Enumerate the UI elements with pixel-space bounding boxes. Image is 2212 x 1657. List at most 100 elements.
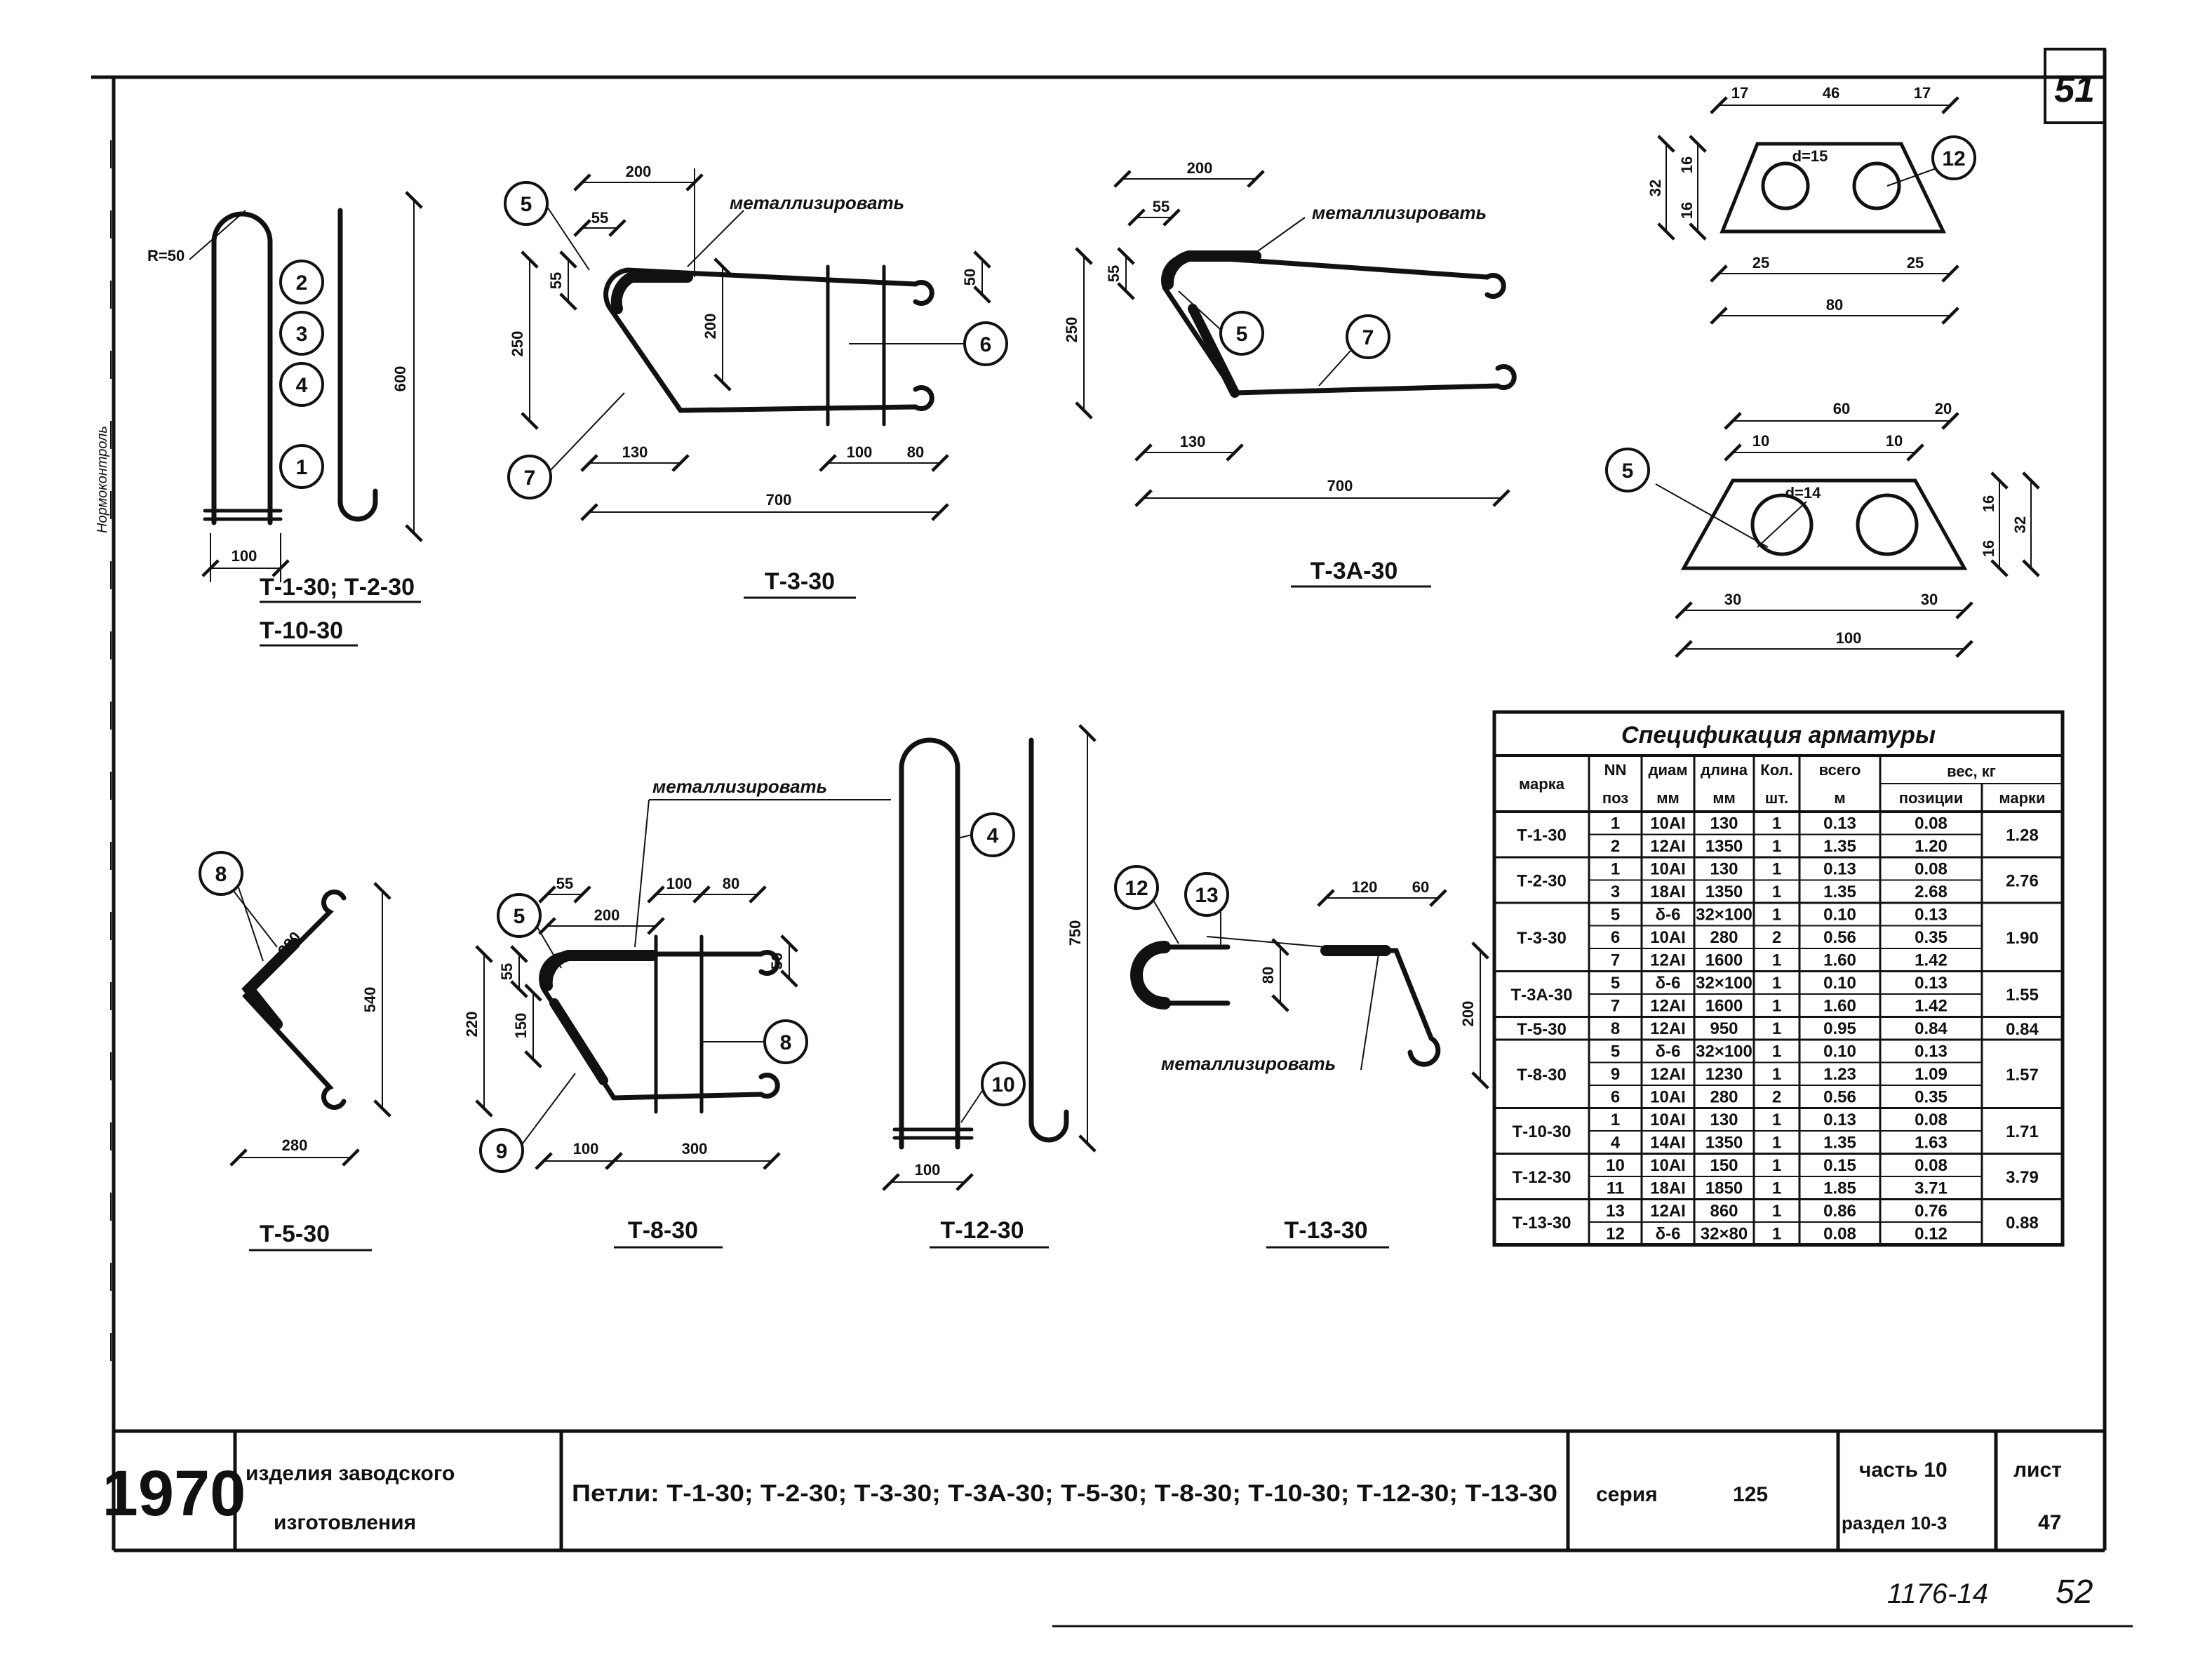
table-cell: 1 — [1772, 1156, 1781, 1175]
caption-t13-30: Т-13-30 — [1284, 1217, 1367, 1244]
note-t13-metallize: металлизировать — [1161, 1053, 1336, 1074]
caption-t3-30: Т-3-30 — [765, 568, 835, 595]
table-cell: 0.56 — [1823, 1088, 1856, 1107]
table-cell: 1 — [1772, 1179, 1781, 1198]
dim-t12-w: 100 — [915, 1161, 941, 1179]
dim-t3a-h2: 250 — [1063, 317, 1080, 343]
pos-label: 10 — [991, 1073, 1014, 1096]
table-cell: 0.10 — [1823, 1042, 1856, 1061]
dims-t5-30 — [227, 882, 391, 1167]
position-leaders — [238, 168, 1937, 1144]
pos-label: 9 — [496, 1140, 508, 1163]
table-cell: 280 — [1710, 1088, 1738, 1107]
pos-label: 4 — [987, 824, 999, 847]
table-cell: 4 — [1611, 1134, 1621, 1153]
dim-p12-e: 16 — [1678, 156, 1696, 173]
table-cell-mark-weight: 1.90 — [2006, 929, 2039, 948]
table-cell: 1 — [1772, 1202, 1781, 1221]
pos-label: 8 — [215, 863, 227, 886]
th-weight-pos: позиции — [1899, 789, 1963, 807]
table-cell: 1.60 — [1823, 997, 1856, 1016]
tb-series-label: серия — [1596, 1483, 1658, 1506]
table-cell: 12 — [1606, 1225, 1625, 1244]
dim-t13-h: 200 — [1459, 1001, 1477, 1027]
dim-p5-c: 10 — [1752, 432, 1769, 450]
dims-t8-30 — [475, 799, 891, 1170]
pos-label: 5 — [1622, 459, 1634, 483]
dim-p5-d: d=14 — [1785, 484, 1822, 502]
table-cell-mark: Т-1-30 — [1517, 826, 1567, 845]
tb-section: раздел 10-3 — [1842, 1512, 1947, 1534]
title-block — [114, 1429, 2105, 1550]
table-cell: 1.63 — [1915, 1134, 1948, 1153]
note-t3a-metallize: металлизировать — [1312, 202, 1487, 223]
caption-t3a-30: Т-3А-30 — [1311, 558, 1398, 584]
figure-t3-30 — [603, 264, 934, 427]
dim-t8-b: 200 — [594, 906, 620, 924]
th-cell: диам — [1649, 761, 1688, 779]
table-cell: 0.08 — [1915, 1111, 1948, 1129]
table-cell-mark-weight: 0.88 — [2006, 1214, 2039, 1233]
table-cell: 14АI — [1650, 1134, 1686, 1153]
table-cell-mark-weight: 1.28 — [2006, 826, 2039, 845]
dim-t3a-len: 700 — [1327, 477, 1353, 495]
table-cell: 3.71 — [1915, 1179, 1948, 1198]
table-title: Спецификация арматуры — [1621, 722, 1936, 749]
note-t8-metallize: металлизировать — [652, 776, 827, 797]
pos-label: 5 — [1236, 323, 1248, 346]
table-cell: 0.86 — [1823, 1202, 1856, 1221]
table-cell: 0.08 — [1823, 1225, 1856, 1244]
dim-t3a-h1: 55 — [1105, 265, 1122, 282]
table-cell: 5 — [1611, 974, 1620, 993]
table-cell: 1 — [1772, 837, 1781, 856]
th-cell: всего — [1819, 761, 1861, 779]
dim-p12-h: 25 — [1752, 254, 1769, 271]
dim-t12-h: 750 — [1066, 920, 1084, 946]
table-cell: 10АI — [1650, 1156, 1686, 1175]
table-cell: 1 — [1611, 814, 1620, 833]
table-cell: 1230 — [1705, 1065, 1743, 1084]
table-cell: 0.95 — [1823, 1019, 1856, 1038]
dim-t8-w2: 300 — [682, 1140, 708, 1158]
table-cell: 0.13 — [1915, 974, 1948, 993]
sheet-number: 51 — [2054, 69, 2095, 110]
th-cell: шт. — [1765, 789, 1788, 807]
table-cell: 0.35 — [1915, 1088, 1948, 1107]
table-cell: 2.68 — [1915, 883, 1948, 901]
table-cell: 32×100 — [1696, 1042, 1752, 1061]
table-cell: 32×100 — [1696, 906, 1752, 925]
table-cell: 1 — [1772, 906, 1781, 925]
dim-t8-h1: 55 — [498, 963, 516, 980]
tb-org-2: изготовления — [274, 1511, 416, 1534]
table-cell: 12АI — [1650, 1019, 1686, 1038]
tb-sheet-value: 47 — [2038, 1511, 2061, 1534]
table-cell-mark-weight: 2.76 — [2006, 872, 2039, 891]
pos-label: 12 — [1942, 147, 1965, 170]
table-cell-mark: Т-3-30 — [1517, 929, 1567, 948]
dims-plate-5 — [1655, 412, 2040, 658]
dim-p12-w: 80 — [1826, 296, 1843, 314]
dim-p12-c: 17 — [1914, 84, 1931, 102]
caption-t12-30: Т-12-30 — [940, 1217, 1024, 1244]
table-cell-mark-weight: 1.71 — [2006, 1122, 2039, 1141]
caption-t10-30: Т-10-30 — [260, 617, 343, 644]
table-cell-mark: Т-2-30 — [1517, 872, 1567, 891]
pos-label: 4 — [296, 374, 308, 397]
table-cell: 2 — [1611, 837, 1620, 856]
table-cell: 11 — [1607, 1179, 1624, 1198]
figure-t3a-30 — [1161, 250, 1517, 398]
table-cell: 0.13 — [1915, 906, 1948, 925]
tb-year: 1970 — [102, 1458, 246, 1529]
table-cell-mark: Т-5-30 — [1517, 1020, 1567, 1039]
table-cell: 13 — [1606, 1202, 1625, 1221]
table-cell: 0.10 — [1823, 906, 1856, 925]
position-markers — [199, 135, 1976, 1173]
table-cell: 1600 — [1705, 951, 1743, 970]
pos-label: 7 — [524, 467, 536, 490]
table-cell: 1 — [1772, 951, 1781, 970]
caption-t1-30: Т-1-30; Т-2-30 — [260, 574, 415, 601]
table-cell: 1 — [1611, 1111, 1620, 1129]
table-cell: 1.35 — [1823, 837, 1856, 856]
table-cell: 130 — [1710, 814, 1738, 833]
